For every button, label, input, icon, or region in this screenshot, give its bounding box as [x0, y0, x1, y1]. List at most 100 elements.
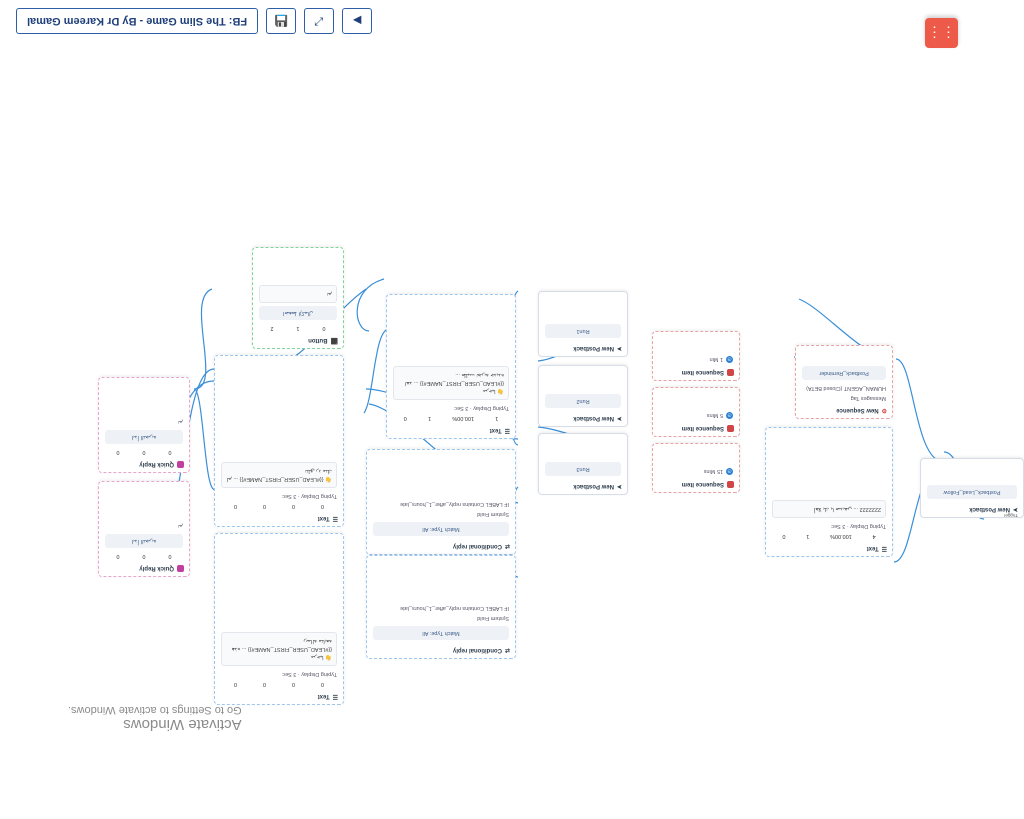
- node-title: New Sequence: [836, 407, 879, 414]
- node-title: New Postback: [969, 506, 1010, 513]
- match-type[interactable]: Match Type: All: [373, 626, 509, 640]
- message-text[interactable]: 👋 {{#LEAD_USER_FIRST_NAME#}} ... لم نتلق…: [221, 462, 337, 488]
- message-text[interactable]: 👋 مرحبا {{#LEAD_USER_FIRST_NAME#}} ... ه…: [221, 632, 337, 666]
- stat-subscriptions: 1: [428, 415, 432, 421]
- postback-run2[interactable]: ➤New Postback Run2: [538, 365, 628, 427]
- message-text[interactable]: أهلا بك يا صديقي ... 2222222: [772, 500, 886, 518]
- node-title: Sequence Item: [681, 425, 724, 432]
- apps-button[interactable]: ⋮⋮: [925, 18, 958, 48]
- quick-reply-2[interactable]: Quick Reply 0 0 0 ابدأ التجربة تم: [98, 481, 190, 577]
- node-title: Button: [308, 337, 328, 344]
- activate-windows-watermark: Activate Windows Go to Settings to activ…: [68, 704, 242, 733]
- sequence-item-3[interactable]: Sequence Item ◷15 Mins: [652, 443, 740, 493]
- postback-node-main[interactable]: ➤New Postback Postback_Lead_Follow Trigg…: [920, 458, 1024, 518]
- stat-delivered: 100.00%: [452, 415, 475, 421]
- condition-icon: ⇄: [504, 543, 510, 549]
- stats-row: 1 100.00% 1 0: [387, 413, 515, 423]
- send-icon: ➤: [616, 345, 622, 351]
- wire: [356, 278, 385, 332]
- text-node-low[interactable]: ☰Text 0 0 0 0 Typing Display · 3 Sec 👋 م…: [214, 533, 344, 705]
- text-node-top[interactable]: ☰Text 1 100.00% 1 0 Typing Display · 3 S…: [386, 294, 516, 439]
- sequence-node[interactable]: ⚙New Sequence Messages Tag HUMAN_AGENT (…: [795, 345, 893, 419]
- stat-errors: 0: [403, 415, 407, 421]
- sequence-item-2[interactable]: Sequence Item ◷5 Mins: [652, 387, 740, 437]
- message-text[interactable]: 👋 مرحبا {{#LEAD_USER_FIRST_NAME#}} ... ل…: [393, 366, 509, 400]
- watermark-title: Activate Windows: [123, 716, 242, 733]
- button-value[interactable]: تم: [259, 285, 337, 303]
- sequence-item-icon: [727, 425, 734, 432]
- stat-subscriptions: 0: [142, 449, 146, 455]
- stat-delivered: 0: [291, 503, 296, 509]
- node-title: Sequence Item: [681, 369, 724, 376]
- condition-rule: IF LABEL Contains reply_after_1_hours_la…: [400, 501, 509, 507]
- toolbar: FB: The Slim Game - By Dr Kareem Gamal 💾…: [16, 8, 373, 34]
- node-title: Quick Reply: [139, 461, 174, 468]
- clock-icon: ◷: [726, 412, 733, 419]
- conditional-reply-1[interactable]: ⇄Conditional reply Match Type: All Syste…: [366, 449, 516, 555]
- node-title: Conditional reply: [452, 543, 502, 550]
- stat-errors: 0: [233, 681, 238, 687]
- node-title: Text: [489, 427, 502, 434]
- sequence-subtitle: Messages Tag: [850, 395, 886, 401]
- stat-delivered: 0: [291, 681, 296, 687]
- typing-value: 3 Sec: [454, 405, 469, 411]
- match-type[interactable]: Match Type: All: [373, 522, 509, 536]
- button-label[interactable]: اضغط لإكمال: [259, 306, 337, 320]
- stat-delivered: 100.00%: [830, 533, 852, 539]
- field-label: System Field: [477, 511, 509, 517]
- stat-clicks: 0: [168, 449, 172, 455]
- text-node-mid[interactable]: ☰Text 0 0 0 0 Typing Display · 3 Sec 👋 {…: [214, 355, 344, 527]
- condition-rule: IF LABEL Contains reply_after_1_hours_la…: [400, 605, 509, 611]
- flow-title-button[interactable]: FB: The Slim Game - By Dr Kareem Gamal: [16, 8, 259, 34]
- save-button[interactable]: 💾: [266, 8, 297, 34]
- postback-pill[interactable]: Run1: [545, 324, 621, 338]
- stat-subscriptions: 0: [262, 681, 267, 687]
- sequence-item-icon: [727, 369, 734, 376]
- send-icon: ➤: [616, 415, 622, 421]
- save-icon: 💾: [274, 14, 288, 27]
- postback-run1[interactable]: ➤New Postback Run1: [538, 291, 628, 357]
- typing-value: 3 Sec: [831, 523, 846, 529]
- text-icon: ☰: [504, 427, 510, 433]
- button-icon: ⬛: [330, 337, 338, 343]
- button-node[interactable]: ⬛Button 0 1 2 اضغط لإكمال تم: [252, 247, 344, 349]
- clock-icon: ◷: [726, 468, 733, 475]
- port-label-trigger: Trigger: [1003, 513, 1018, 518]
- postback-pill[interactable]: Run2: [545, 394, 621, 408]
- text-icon: ☰: [332, 515, 338, 521]
- typing-value: 3 Sec: [282, 671, 297, 677]
- stat-unsubscriptions: 0: [116, 449, 120, 455]
- quick-reply-icon: [177, 461, 184, 468]
- node-title: Text: [317, 515, 330, 522]
- typing-label: Typing Display: [473, 405, 509, 411]
- postback-run3[interactable]: ➤New Postback Run3: [538, 433, 628, 495]
- wire: [363, 328, 390, 414]
- node-title: Conditional reply: [452, 647, 502, 654]
- sequence-pill[interactable]: Postback_Reminder: [802, 366, 886, 380]
- fit-screen-button[interactable]: ⤢: [304, 8, 335, 34]
- send-icon: ➤: [1012, 506, 1018, 512]
- node-title: Quick Reply: [139, 565, 174, 572]
- play-button[interactable]: ▶: [342, 8, 373, 34]
- typing-value: 3 Sec: [282, 493, 297, 499]
- watermark-subtitle: Go to Settings to activate Windows.: [68, 704, 242, 716]
- quick-reply-1[interactable]: Quick Reply 0 0 0 ابدأ التجربة تم: [98, 377, 190, 473]
- sequence-icon: ⚙: [881, 407, 887, 413]
- node-title: Text: [866, 545, 879, 552]
- stat-unsubscriptions: 2: [270, 325, 274, 331]
- condition-icon: ⇄: [504, 647, 510, 653]
- fit-screen-icon: ⤢: [314, 15, 324, 28]
- quick-reply-button[interactable]: ابدأ التجربة: [105, 534, 183, 548]
- stat-subscriptions: 0: [262, 503, 267, 509]
- quick-reply-button[interactable]: ابدأ التجربة: [105, 430, 183, 444]
- postback-pill[interactable]: Run3: [545, 462, 621, 476]
- sequence-item-icon: [727, 481, 734, 488]
- play-icon: ▶: [352, 14, 362, 27]
- conditional-reply-2[interactable]: ⇄Conditional reply Match Type: All Syste…: [366, 555, 516, 659]
- text-node-main[interactable]: ☰Text 4 100.00% 1 0 Typing Display · 3 S…: [765, 427, 893, 557]
- stat-errors: 0: [233, 503, 238, 509]
- stat-unsubscriptions: 0: [116, 553, 120, 559]
- sequence-item-1[interactable]: Sequence Item ◷1 Min: [652, 331, 740, 381]
- postback-pill[interactable]: Postback_Lead_Follow: [927, 485, 1017, 499]
